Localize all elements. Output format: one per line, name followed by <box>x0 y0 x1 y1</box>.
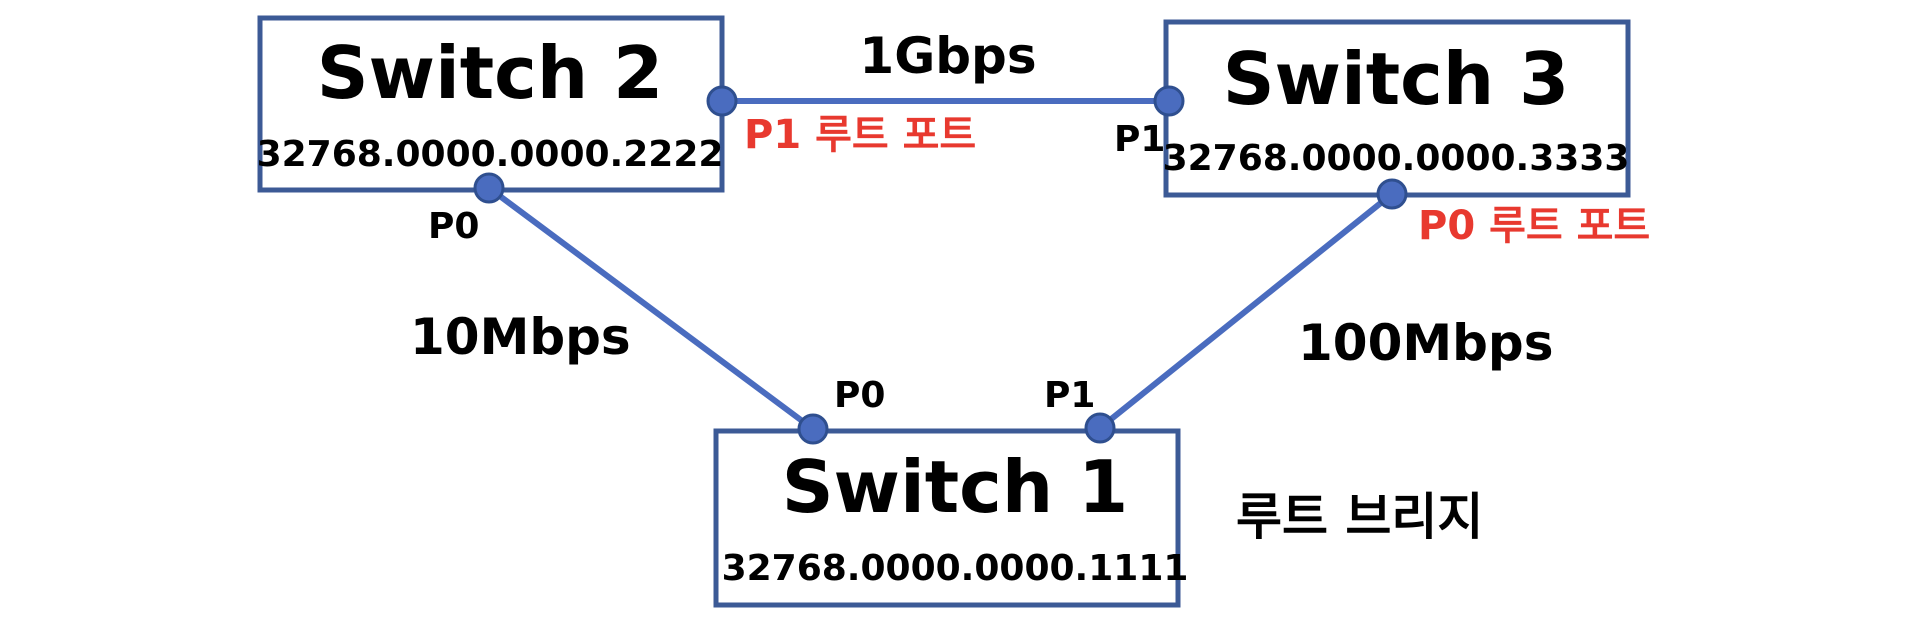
switch-3-title: Switch 3 <box>1223 37 1570 121</box>
switch-3-port-p0-dot <box>1376 178 1408 210</box>
switch-1-port-p1-dot <box>1084 412 1116 444</box>
switch-2-box <box>257 15 725 193</box>
switch-2-port-p0-label: P0 <box>428 206 479 247</box>
root-bridge-label: 루트 브리지 <box>1236 488 1483 546</box>
switch-1-node: Switch 1 32768.0000.0000.1111 <box>713 428 1189 608</box>
switch-1-title: Switch 1 <box>782 445 1129 529</box>
link-speed-100mbps: 100Mbps <box>1298 314 1553 372</box>
switch-3-root-port-label: P0 루트 포트 <box>1418 203 1650 249</box>
switch-1-bridge-id: 32768.0000.0000.1111 <box>722 548 1189 589</box>
switch-1-box <box>713 428 1181 608</box>
switch-2-root-port-label: P1 루트 포트 <box>744 112 976 158</box>
switch-3-box <box>1163 19 1631 198</box>
link-switch3-switch1 <box>1097 191 1395 431</box>
switch-2-node: Switch 2 32768.0000.0000.2222 <box>257 15 725 193</box>
switch-3-port-p1-dot <box>1153 85 1185 117</box>
link-speed-1gbps: 1Gbps <box>859 27 1036 85</box>
switch-2-port-p0-dot <box>473 172 505 204</box>
switch-1-port-p0-label: P0 <box>834 375 885 416</box>
link-speed-10mbps: 10Mbps <box>410 308 631 366</box>
switch-2-port-p1-dot <box>706 85 738 117</box>
switch-1-port-p1-label: P1 <box>1044 375 1095 416</box>
switch-3-node: Switch 3 32768.0000.0000.3333 <box>1163 19 1631 198</box>
switch-3-bridge-id: 32768.0000.0000.3333 <box>1163 138 1630 179</box>
switch-2-title: Switch 2 <box>317 31 664 115</box>
link-switch2-switch1 <box>486 185 816 432</box>
switch-1-port-p0-dot <box>797 413 829 445</box>
switch-3-port-p1-label: P1 <box>1114 119 1165 160</box>
switch-2-bridge-id: 32768.0000.0000.2222 <box>257 134 724 175</box>
